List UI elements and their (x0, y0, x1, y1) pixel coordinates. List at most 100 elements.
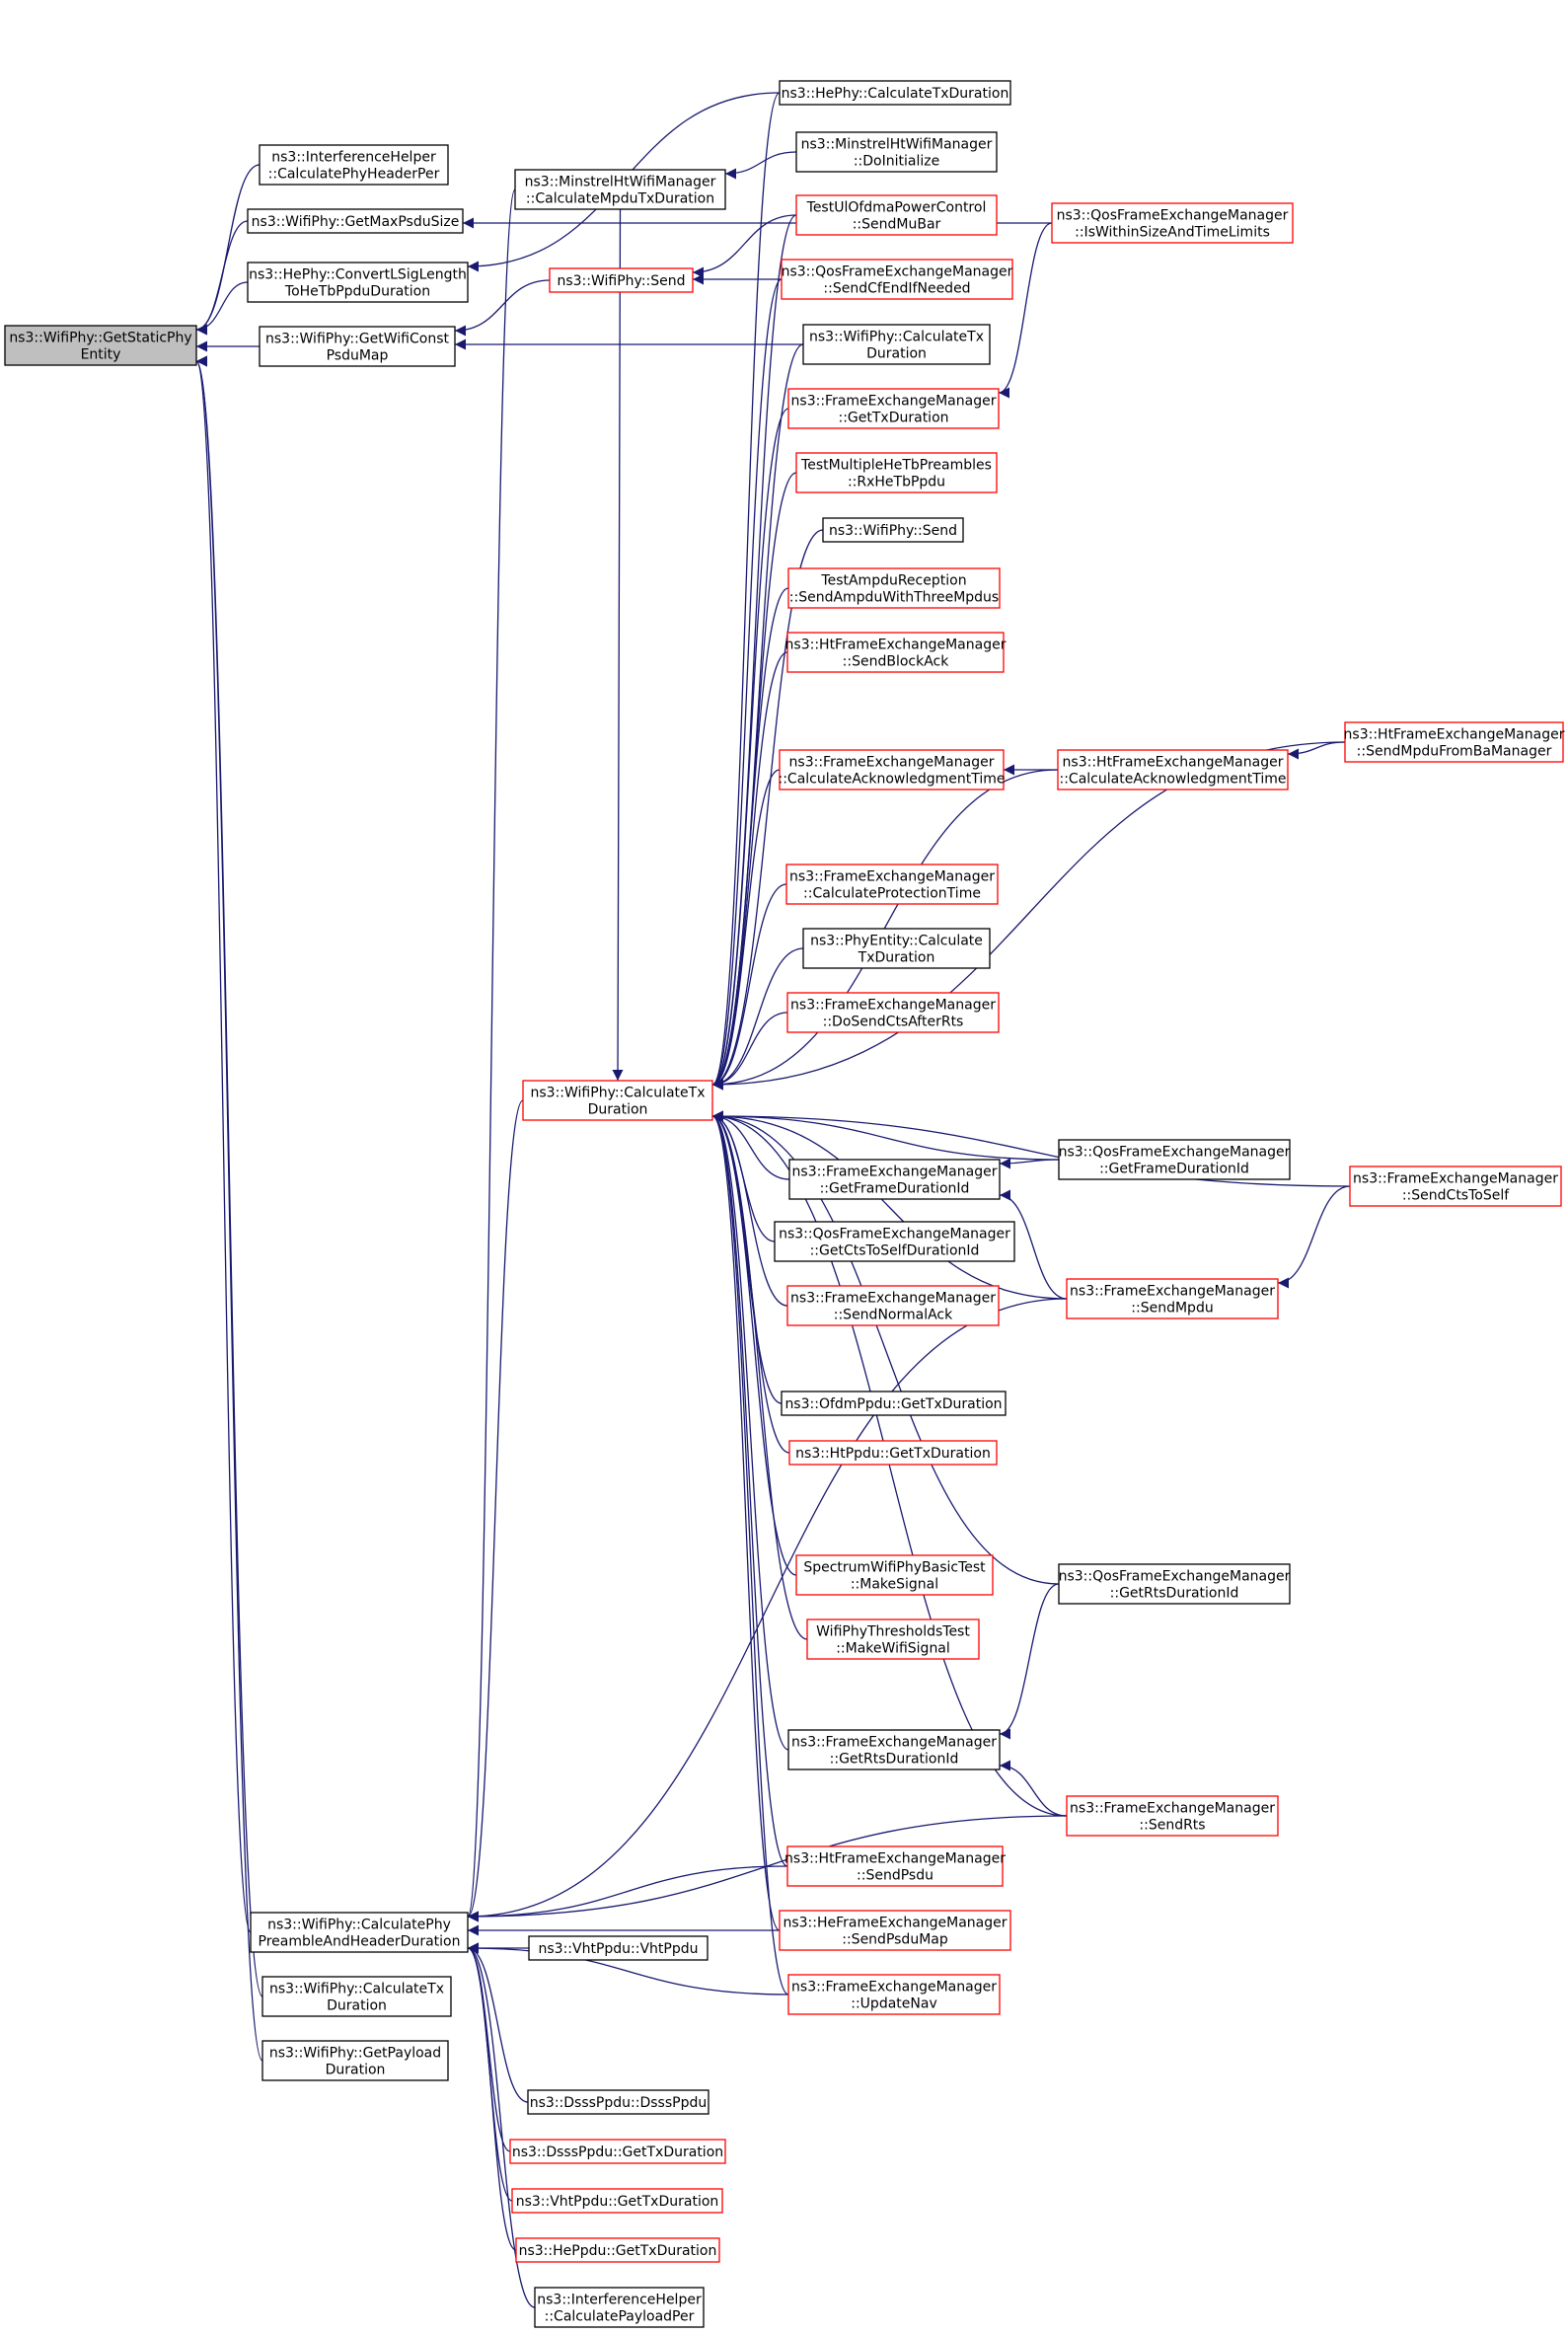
node-n46[interactable]: ns3::FrameExchangeManager::SendCtsToSelf (1349, 1166, 1562, 1207)
node-n01[interactable]: ns3::InterferenceHelper::CalculatePhyHea… (259, 144, 449, 186)
node-n15[interactable]: ns3::WifiPhy::CalculateTxDuration (802, 324, 991, 365)
node-n19[interactable]: TestAmpduReception::SendAmpduWithThreeMp… (787, 567, 1001, 609)
node-label: ns3::FrameExchangeManager (790, 998, 996, 1014)
edge-n30-to-n10 (711, 1110, 797, 1576)
edge-n18-to-n10 (711, 529, 824, 1091)
edge-n12-to-n08 (724, 151, 797, 180)
node-label: ::CalculatePayloadPer (545, 2309, 695, 2325)
node-n44[interactable]: ns3::HtFrameExchangeManager::SendMpduFro… (1344, 721, 1565, 763)
node-n16[interactable]: ns3::FrameExchangeManager::GetTxDuration (787, 388, 1000, 429)
node-n03[interactable]: ns3::HePhy::ConvertLSigLengthToHeTbPpduD… (247, 262, 469, 303)
node-n14[interactable]: ns3::QosFrameExchangeManager::SendCfEndI… (781, 259, 1013, 300)
node-label: ::GetTxDuration (838, 411, 948, 426)
node-n36[interactable]: ns3::VhtPpdu::VhtPpdu (528, 1935, 709, 1961)
node-label: ns3::FrameExchangeManager (789, 869, 995, 885)
node-n24[interactable]: ns3::FrameExchangeManager::DoSendCtsAfte… (786, 992, 1000, 1033)
node-n33[interactable]: ns3::HtFrameExchangeManager::SendPsdu (784, 1845, 1006, 1887)
node-label: ns3::FrameExchangeManager (791, 1735, 997, 1751)
node-label: ns3::WifiPhy::CalculateTx (531, 1086, 706, 1101)
edge-n49-to-n10 (711, 1110, 1068, 1817)
node-n45[interactable]: ns3::QosFrameExchangeManager::GetFrameDu… (1058, 1139, 1291, 1180)
node-n43[interactable]: ns3::HtFrameExchangeManager::CalculateAc… (1057, 749, 1289, 790)
node-label: ns3::DsssPpdu::GetTxDuration (512, 2145, 723, 2160)
node-label: ns3::MinstrelHtWifiManager (525, 175, 716, 190)
node-box (509, 2139, 726, 2164)
node-n31[interactable]: WifiPhyThresholdsTest::MakeWifiSignal (806, 1618, 980, 1660)
node-box (1066, 1795, 1279, 1837)
node-n11[interactable]: ns3::HePhy::CalculateTxDuration (779, 80, 1011, 106)
node-n05[interactable]: ns3::WifiPhy::CalculatePhyPreambleAndHea… (250, 1912, 469, 1953)
edge-n13-to-n09 (692, 214, 797, 278)
node-box (785, 864, 999, 905)
node-n18[interactable]: ns3::WifiPhy::Send (822, 517, 964, 543)
node-n42[interactable]: ns3::QosFrameExchangeManager::IsWithinSi… (1051, 202, 1294, 244)
node-n41[interactable]: ns3::InterferenceHelper::CalculatePayloa… (534, 2287, 705, 2328)
edge-n37-to-n05 (467, 1942, 529, 2103)
node-n17[interactable]: TestMultipleHeTbPreambles::RxHeTbPpdu (795, 452, 998, 493)
node-label: ns3::WifiPhy::CalculateTx (269, 1982, 444, 1997)
node-n49[interactable]: ns3::FrameExchangeManager::SendRts (1066, 1795, 1279, 1837)
node-label: ns3::OfdmPpdu::GetTxDuration (784, 1396, 1002, 1412)
node-label: ::CalculateProtectionTime (803, 886, 981, 902)
node-label: ns3::HePpdu::GetTxDuration (519, 2243, 717, 2259)
node-label: ns3::MinstrelHtWifiManager (801, 137, 993, 153)
node-label: ::CalculateAcknowledgmentTime (1060, 772, 1287, 788)
node-label: ns3::QosFrameExchangeManager (1059, 1145, 1291, 1161)
node-n12[interactable]: ns3::MinstrelHtWifiManager::DoInitialize (795, 131, 998, 173)
node-n40[interactable]: ns3::HePpdu::GetTxDuration (515, 2237, 720, 2263)
node-label: ::CalculateAcknowledgmentTime (779, 772, 1006, 788)
node-n28[interactable]: ns3::OfdmPpdu::GetTxDuration (781, 1391, 1007, 1416)
node-label: ns3::WifiPhy::GetWifiConst (265, 332, 449, 347)
node-n27[interactable]: ns3::FrameExchangeManager::SendNormalAck (786, 1285, 1000, 1326)
node-n20[interactable]: ns3::HtFrameExchangeManager::SendBlockAc… (785, 632, 1007, 673)
node-box (522, 1080, 713, 1121)
node-n06[interactable]: ns3::WifiPhy::CalculateTxDuration (261, 1976, 452, 2017)
edge-n41-to-n05 (467, 1942, 536, 2308)
node-n13[interactable]: TestUlOfdmaPowerControl::SendMuBar (795, 194, 998, 236)
node-n22[interactable]: ns3::FrameExchangeManager::CalculateProt… (785, 864, 999, 905)
node-n26[interactable]: ns3::QosFrameExchangeManager::GetCtsToSe… (774, 1221, 1015, 1262)
node-label: ::SendMpdu (1131, 1301, 1213, 1317)
node-n47[interactable]: ns3::FrameExchangeManager::SendMpdu (1066, 1278, 1279, 1319)
node-label: TestUlOfdmaPowerControl (806, 200, 987, 216)
node-label: ::CalculateMpduTxDuration (526, 191, 714, 207)
node-n21[interactable]: ns3::FrameExchangeManager::CalculateAckn… (779, 749, 1006, 790)
node-n37[interactable]: ns3::DsssPpdu::DsssPpdu (527, 2089, 709, 2115)
node-box (779, 80, 1011, 106)
node-label: ns3::InterferenceHelper (537, 2293, 702, 2308)
node-n08[interactable]: ns3::MinstrelHtWifiManager::CalculateMpd… (514, 169, 726, 210)
node-label: Duration (866, 346, 927, 362)
node-n32[interactable]: ns3::FrameExchangeManager::GetRtsDuratio… (787, 1729, 1001, 1770)
node-n25[interactable]: ns3::FrameExchangeManager::GetFrameDurat… (788, 1159, 1001, 1200)
edge-n07-to-n00 (195, 356, 263, 2062)
node-n39[interactable]: ns3::VhtPpdu::GetTxDuration (511, 2188, 723, 2214)
node-n38[interactable]: ns3::DsssPpdu::GetTxDuration (509, 2139, 726, 2164)
edge-n03-to-n00 (195, 281, 249, 336)
node-label: ::GetCtsToSelfDurationId (810, 1243, 980, 1259)
node-n34[interactable]: ns3::HeFrameExchangeManager::SendPsduMap (779, 1910, 1011, 1951)
node-n23[interactable]: ns3::PhyEntity::CalculateTxDuration (802, 928, 991, 969)
node-box (1066, 1278, 1279, 1319)
node-label: ns3::FrameExchangeManager (792, 1165, 998, 1180)
edge-n09-to-n04 (454, 279, 551, 337)
edge-n05-to-n00 (195, 356, 252, 1933)
node-n30[interactable]: SpectrumWifiPhyBasicTest::MakeSignal (795, 1554, 994, 1596)
node-n10[interactable]: ns3::WifiPhy::CalculateTxDuration (522, 1080, 713, 1121)
node-n09[interactable]: ns3::WifiPhy::Send (549, 267, 694, 293)
node-label: ::MakeWifiSignal (836, 1641, 950, 1657)
node-n02[interactable]: ns3::WifiPhy::GetMaxPsduSize (247, 208, 464, 234)
edge-n24-to-n10 (711, 1012, 788, 1091)
node-n35[interactable]: ns3::FrameExchangeManager::UpdateNav (787, 1974, 1001, 2015)
edge-n08-to-n10 (612, 208, 624, 1082)
node-n48[interactable]: ns3::QosFrameExchangeManager::GetRtsDura… (1058, 1563, 1291, 1605)
edge-n48-to-n32 (999, 1583, 1060, 1740)
node-label: ns3::QosFrameExchangeManager (1059, 1569, 1291, 1585)
edge-n10-to-n05 (467, 1099, 524, 1922)
edge-n34-to-n10 (711, 1110, 781, 1931)
node-n29[interactable]: ns3::HtPpdu::GetTxDuration (788, 1440, 998, 1466)
node-label: ::GetRtsDurationId (830, 1752, 959, 1768)
edge-n44-to-n43 (1287, 741, 1346, 760)
